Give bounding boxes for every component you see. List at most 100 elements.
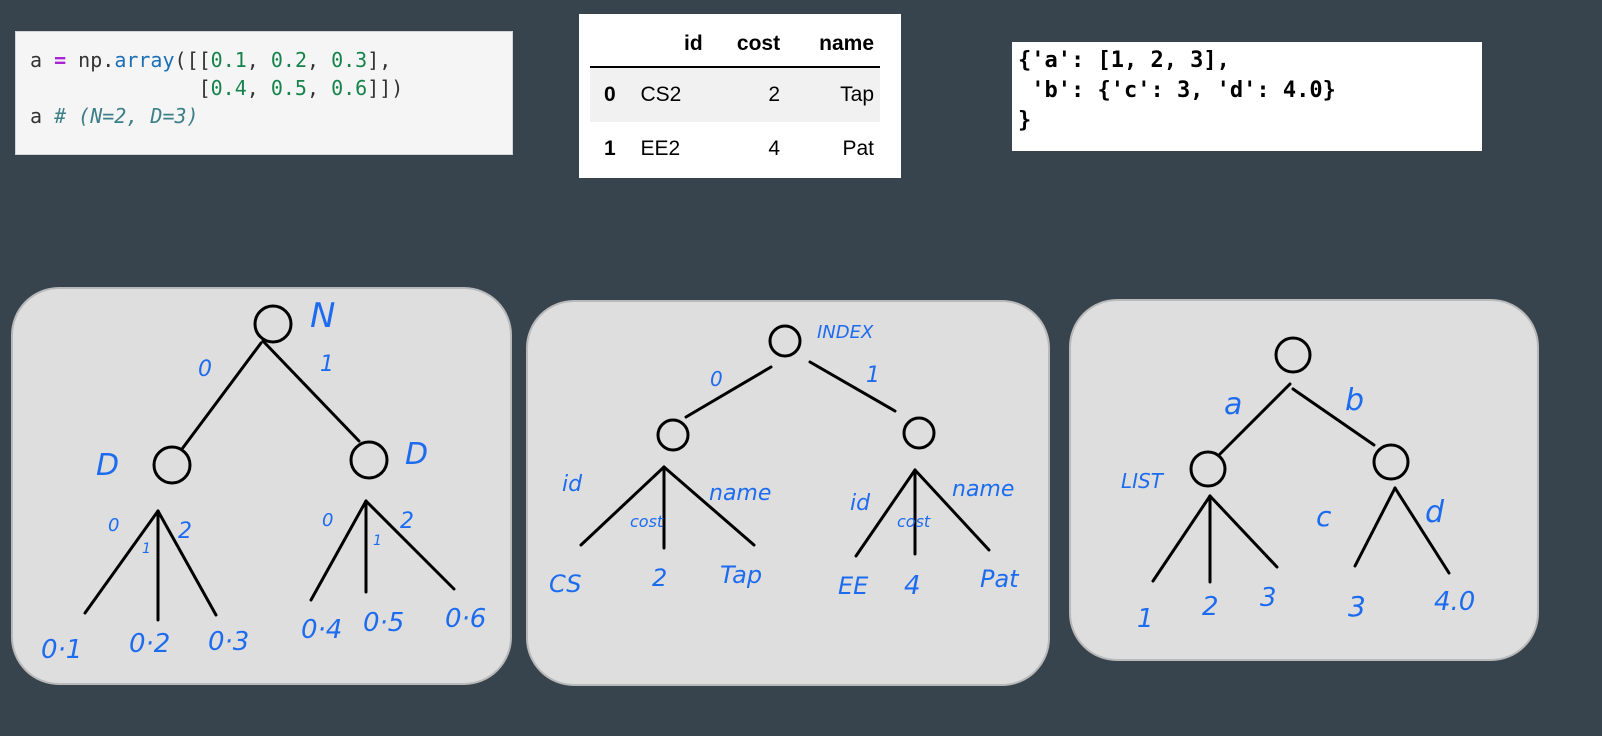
left-edge-id: id	[562, 472, 583, 497]
dict-line-1: {'a': [1, 2, 3],	[1018, 48, 1230, 73]
code-cell: a = np.array([[0.1, 0.2, 0.3], [0.4, 0.5…	[15, 31, 513, 155]
root-label: INDEX	[817, 322, 874, 343]
right-node	[902, 416, 936, 450]
edge-root-right	[808, 360, 897, 413]
edge-left-2	[156, 509, 218, 617]
edge-left-0	[83, 509, 160, 615]
right-edge-id: id	[850, 491, 871, 516]
leaf-tap: Tap	[720, 561, 762, 589]
root-node	[253, 304, 293, 344]
cell-cost: 4	[768, 137, 781, 160]
dataframe-tree-panel: INDEX 0 1 id cost name id cost name CS 2…	[526, 300, 1050, 686]
edge-root-left	[180, 341, 263, 451]
left-node-label: D	[96, 448, 119, 483]
edge-label-b: b	[1345, 383, 1364, 418]
edge-root-right	[261, 339, 361, 443]
left-node-label: LIST	[1121, 469, 1165, 493]
cell-id: CS2	[640, 83, 682, 106]
table-row: 1 EE2 4 Pat	[590, 122, 880, 176]
leaf-3: 3	[1260, 583, 1277, 613]
edge-right-id	[854, 468, 917, 558]
table-row: 0 CS2 2 Tap	[590, 67, 880, 122]
array-tree-panel: N 0 1 D D 0 1 2 0 1 2 0·1 0·2 0·3 0·4 0·…	[11, 287, 512, 685]
leaf-2: 2	[1202, 592, 1219, 622]
edge-label-left: 0	[710, 367, 723, 391]
leaf-2: 0·3	[208, 627, 249, 657]
edge-label-c: c	[1316, 500, 1332, 533]
edge-left-name	[662, 465, 756, 547]
root-node	[768, 324, 802, 358]
edge-d	[1393, 486, 1451, 575]
code-line-3: a # (N=2, D=3)	[30, 104, 199, 128]
left-node	[152, 445, 192, 485]
array-tree-diagram: N 0 1 D D 0 1 2 0 1 2 0·1 0·2 0·3 0·4 0·…	[41, 296, 486, 665]
left-edge-1: 1	[142, 541, 151, 557]
edge-right-0	[309, 499, 368, 602]
right-edge-cost: cost	[897, 512, 931, 531]
leaf-1: 1	[1137, 604, 1154, 634]
edge-root-left	[1218, 382, 1292, 456]
leaf-2: 2	[652, 564, 667, 592]
edge-list-3	[1208, 494, 1279, 569]
leaf-4: 4	[904, 571, 921, 601]
edge-label-a: a	[1224, 387, 1242, 422]
right-edge-name: name	[952, 477, 1014, 502]
leaf-ee: EE	[838, 572, 869, 600]
left-edge-2: 2	[178, 519, 192, 544]
right-node-label: D	[405, 437, 428, 472]
left-edge-name: name	[709, 481, 771, 506]
dict-tree-diagram: a b LIST c d 1 2 3 3 4.0	[1121, 336, 1475, 634]
leaf-d-4: 4.0	[1434, 587, 1475, 617]
edge-label-right: 1	[866, 363, 880, 388]
header-index	[590, 22, 634, 67]
right-edge-2: 2	[400, 509, 414, 534]
dict-tree-panel: a b LIST c d 1 2 3 3 4.0	[1069, 299, 1539, 661]
dataframe-tree-diagram: INDEX 0 1 id cost name id cost name CS 2…	[549, 322, 1020, 601]
right-edge-0: 0	[322, 510, 333, 531]
leaf-pat: Pat	[980, 565, 1020, 593]
edge-label-d: d	[1425, 495, 1445, 530]
cell-id: EE2	[640, 137, 681, 160]
edge-list-1	[1151, 494, 1212, 583]
header-name: name	[819, 32, 874, 55]
cell-name: Pat	[842, 137, 874, 160]
code-line-2: [0.4, 0.5, 0.6]])	[30, 76, 404, 100]
dataframe-output: id cost name 0 CS2 2 Tap 1 EE2 4 Pat	[579, 14, 901, 178]
edge-right-name	[913, 468, 991, 552]
edge-c	[1353, 486, 1397, 568]
right-node	[1372, 443, 1410, 481]
edge-left-id	[579, 465, 666, 547]
leaf-c-3: 3	[1348, 590, 1366, 623]
edge-label-left: 0	[198, 357, 212, 382]
header-cost: cost	[736, 32, 781, 55]
leaf-cs: CS	[549, 570, 581, 598]
edge-root-right	[1291, 387, 1376, 447]
cell-cost: 2	[768, 83, 781, 106]
edge-label-right: 1	[320, 352, 334, 377]
left-edge-cost: cost	[630, 512, 664, 531]
left-edge-0: 0	[108, 515, 119, 536]
left-node	[1189, 450, 1227, 488]
dict-output: {'a': [1, 2, 3], 'b': {'c': 3, 'd': 4.0}…	[1012, 42, 1482, 151]
right-node	[349, 440, 389, 480]
edge-right-2	[364, 499, 456, 591]
root-node	[1274, 336, 1312, 374]
edge-root-left	[684, 365, 773, 419]
code-line-1: a = np.array([[0.1, 0.2, 0.3],	[30, 48, 392, 72]
right-edge-1: 1	[373, 533, 382, 549]
dataframe-table: id cost name 0 CS2 2 Tap 1 EE2 4 Pat	[590, 22, 880, 176]
leaf-1: 0·2	[129, 629, 170, 659]
dict-line-3: }	[1018, 108, 1032, 133]
dict-line-2: 'b': {'c': 3, 'd': 4.0}	[1018, 78, 1336, 103]
cell-name: Tap	[840, 83, 874, 106]
left-node	[656, 418, 690, 452]
header-id: id	[683, 32, 703, 55]
leaf-4: 0·5	[363, 608, 404, 638]
root-label: N	[310, 296, 335, 336]
dataframe-header-row: id cost name	[590, 22, 880, 67]
leaf-3: 0·4	[301, 615, 342, 645]
row-index: 1	[604, 137, 616, 160]
row-index: 0	[604, 83, 616, 106]
leaf-5: 0·6	[445, 604, 486, 634]
leaf-0: 0·1	[41, 635, 82, 665]
